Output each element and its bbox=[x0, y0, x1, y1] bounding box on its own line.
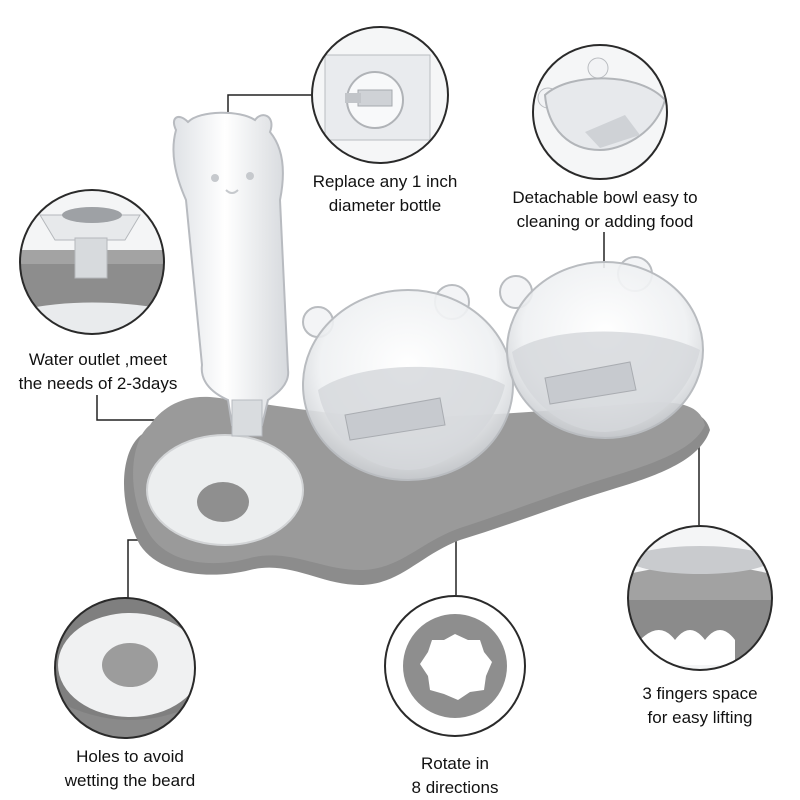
left-bowl bbox=[302, 284, 514, 481]
outlet-detail-circle bbox=[19, 189, 165, 335]
rotate-callout-text: Rotate in 8 directions bbox=[390, 752, 520, 800]
bottle-callout-line-2: diameter bottle bbox=[328, 196, 442, 215]
holes-callout-line-2: wetting the beard bbox=[64, 771, 196, 790]
water-hole bbox=[197, 482, 249, 522]
outlet-callout-line-2: the needs of 2-3days bbox=[18, 374, 178, 393]
bottle-callout-line bbox=[227, 94, 318, 116]
bowl-callout-text: Detachable bowl easy to cleaning or addi… bbox=[490, 186, 720, 234]
rotate-detail-circle bbox=[384, 595, 526, 737]
bowl-callout-line-1: Detachable bowl easy to bbox=[512, 188, 698, 207]
holes-callout-text: Holes to avoid wetting the beard bbox=[40, 745, 220, 793]
fingers-callout-text: 3 fingers space for easy lifting bbox=[620, 682, 780, 730]
bowl-detail-circle bbox=[532, 44, 668, 180]
outlet-callout-text: Water outlet ,meet the needs of 2-3days bbox=[0, 348, 196, 396]
feeder-base bbox=[123, 396, 711, 585]
holes-callout-line-1: Holes to avoid bbox=[76, 747, 184, 766]
right-bowl bbox=[499, 256, 704, 439]
fingers-callout-line-1: 3 fingers space bbox=[642, 684, 758, 703]
water-bottle bbox=[172, 111, 290, 437]
fingers-callout-line-2: for easy lifting bbox=[647, 708, 753, 727]
bottle-detail-circle bbox=[311, 26, 449, 164]
rotate-callout-line-2: 8 directions bbox=[411, 778, 499, 797]
bowl-callout-line-2: cleaning or adding food bbox=[516, 212, 694, 231]
fingers-detail-circle bbox=[627, 525, 773, 671]
outlet-callout-line-1: Water outlet ,meet bbox=[28, 350, 168, 369]
holes-detail-circle bbox=[54, 597, 196, 739]
bottle-callout-line-1: Replace any 1 inch bbox=[312, 172, 458, 191]
bottle-callout-text: Replace any 1 inch diameter bottle bbox=[290, 170, 480, 218]
rotate-callout-line-1: Rotate in bbox=[420, 754, 490, 773]
